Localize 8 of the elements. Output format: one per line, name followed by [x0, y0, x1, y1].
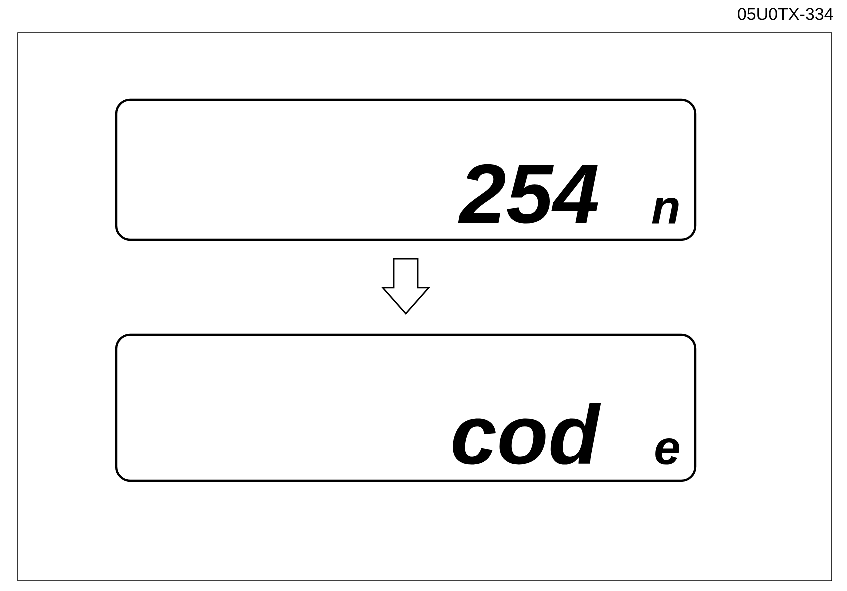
display-digits: 254 — [458, 164, 598, 224]
display-digits: cod — [453, 403, 602, 465]
display-digit: e — [656, 438, 680, 465]
display-digit: n — [652, 198, 679, 224]
lcd-display — [115, 98, 697, 242]
figure-code: 05U0TX-334 — [738, 8, 834, 20]
lcd-display — [115, 334, 697, 482]
hollow-arrow — [381, 258, 431, 315]
